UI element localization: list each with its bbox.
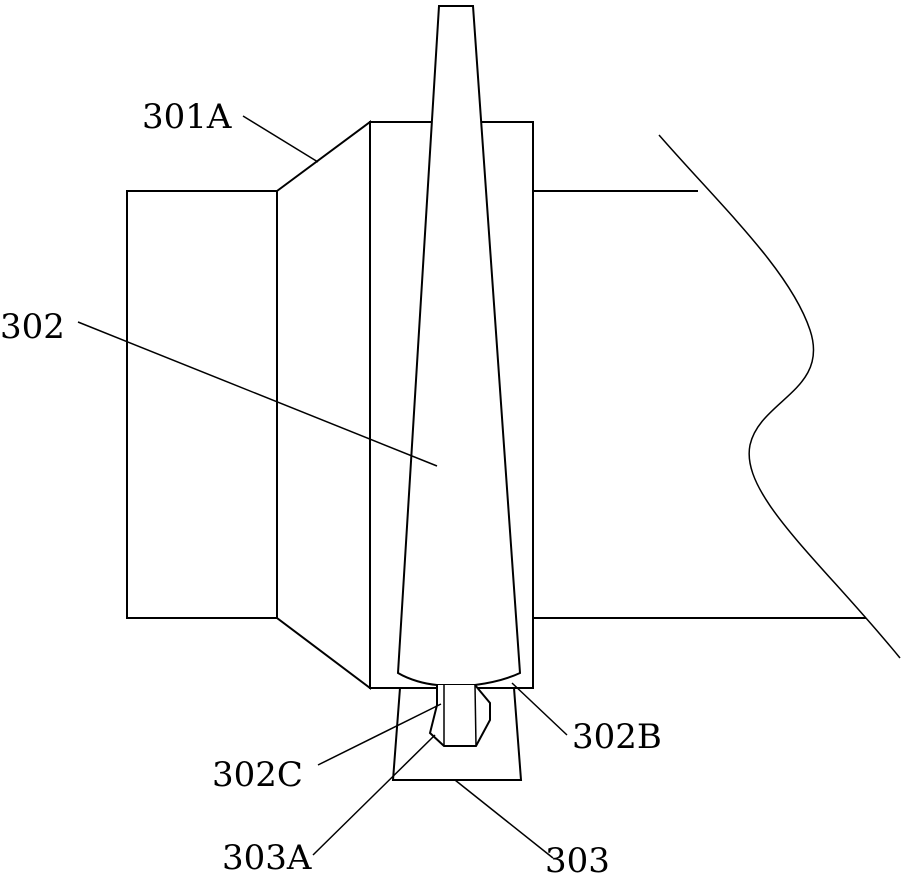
left-body-block (126, 190, 278, 619)
leader-303A (312, 734, 436, 856)
needle-tip-stem (428, 684, 491, 747)
label-301A: 301A (142, 97, 232, 137)
tapered-needle-302 (396, 5, 522, 686)
tapered-flange-301A (276, 120, 371, 691)
label-302B: 302B (572, 717, 662, 757)
needle-tip-inner-line-right (474, 684, 477, 747)
leader-302C (317, 703, 442, 766)
leader-301A (242, 115, 319, 163)
label-302: 302 (0, 307, 65, 347)
label-303A: 303A (222, 838, 312, 878)
leader-303 (454, 779, 554, 859)
label-302C: 302C (212, 755, 303, 795)
break-line (658, 134, 901, 659)
leader-302B (511, 682, 568, 736)
leader-302 (77, 321, 438, 467)
label-303: 303 (545, 841, 610, 879)
